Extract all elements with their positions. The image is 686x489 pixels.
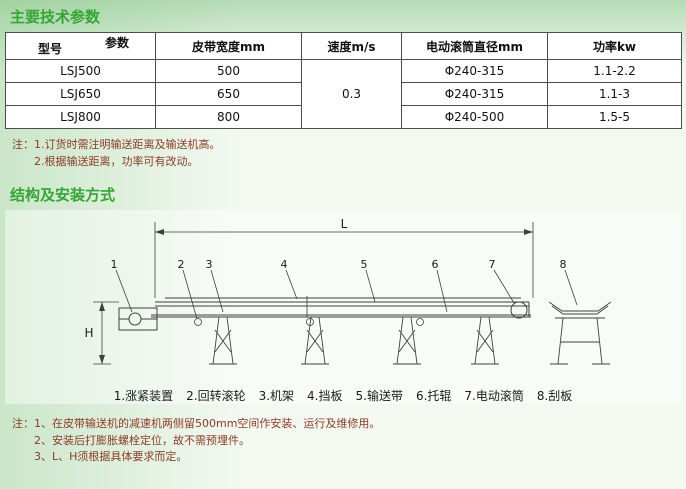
cell-belt-width: 500 [155, 59, 302, 83]
legend-item: 7.电动滚筒 [464, 389, 524, 403]
legend-item: 4.挡板 [307, 389, 343, 403]
parameters-table: 参数 型号 皮带宽度mm 速度m/s 电动滚筒直径mm 功率kw LSJ500 … [5, 32, 682, 129]
section-title-structure: 结构及安装方式 [10, 186, 116, 204]
column-header-drum-diameter: 电动滚筒直径mm [401, 32, 548, 60]
legend-item: 2.回转滚轮 [186, 389, 246, 403]
table-header-row: 参数 型号 皮带宽度mm 速度m/s 电动滚筒直径mm 功率kw [5, 32, 682, 60]
cell-drum-diameter: Φ240-315 [401, 59, 548, 83]
notes-lines: 1.订货时需注明输送距离及输送机高。 2.根据输送距离，功率可有改动。 [34, 137, 221, 170]
corner-label-parameter: 参数 [104, 36, 129, 50]
notes-prefix: 注： [12, 417, 34, 430]
table-row: LSJ500 500 0.3 Φ240-315 1.1-2.2 [5, 59, 682, 129]
cell-belt-width: 800 [155, 105, 302, 129]
part-number-labels: 1 2 3 4 5 6 7 8 [111, 258, 567, 271]
tension-unit [118, 307, 158, 331]
dimension-length [154, 222, 534, 298]
conveyor-diagram-svg: 1 2 3 4 5 6 7 8 L H [84, 217, 612, 365]
cell-belt-width: 650 [155, 82, 302, 106]
note-line: 2.根据输送距离，功率可有改动。 [34, 154, 199, 168]
leader-lines [115, 269, 578, 320]
part-number-label: 4 [281, 258, 288, 271]
note-line: 1、在皮带输送机的减速机两侧留500mm空间作安装、运行及维修用。 [34, 417, 381, 430]
notes-lines: 1、在皮带输送机的减速机两侧留500mm空间作安装、运行及维修用。 2、安装后打… [34, 416, 380, 466]
corner-label-model: 型号 [38, 42, 63, 56]
legend-item: 8.刮板 [536, 389, 573, 403]
structure-diagram: 1 2 3 4 5 6 7 8 L H 1.涨紧装置 2.回转滚轮 3.机架 4… [5, 210, 681, 404]
diagram-legend: 1.涨紧装置 2.回转滚轮 3.机架 4.挡板 5.输送带 6.托辊 7.电动滚… [5, 387, 681, 404]
cell-power: 1.1-2.2 [547, 59, 682, 83]
part-number-label: 2 [178, 258, 185, 271]
cell-drum-diameter: Φ240-315 [401, 82, 548, 106]
cell-drum-diameter: Φ240-500 [401, 105, 548, 129]
conveyor-body [151, 296, 531, 318]
height-dimension-label: H [84, 326, 93, 340]
column-header-speed: 速度m/s [301, 32, 402, 60]
return-rollers [194, 318, 424, 326]
corner-header-cell: 参数 型号 [5, 32, 156, 60]
table-row: LSJ650 650 Φ240-315 1.1-3 [5, 82, 682, 106]
section-title-parameters: 主要技术参数 [10, 8, 101, 26]
scraper-stand [548, 301, 612, 365]
legend-item: 1.涨紧装置 [113, 389, 174, 403]
installation-notes: 注： 1、在皮带输送机的减速机两侧留500mm空间作安装、运行及维修用。 2、安… [12, 416, 686, 466]
drive-drum [510, 301, 530, 319]
column-header-power: 功率kw [547, 32, 682, 60]
cell-speed-merged: 0.3 [301, 59, 402, 129]
part-number-label: 1 [111, 258, 118, 271]
legend-item: 5.输送带 [355, 389, 403, 403]
notes-prefix: 注： [12, 138, 34, 151]
legend-item: 3.机架 [258, 389, 295, 403]
part-number-label: 3 [206, 258, 213, 271]
legend-item: 6.托辊 [415, 389, 452, 403]
part-number-label: 7 [489, 258, 496, 271]
cell-model: LSJ650 [5, 82, 156, 106]
note-line: 3、L、H须根据具体要求而定。 [34, 450, 188, 463]
part-number-label: 6 [432, 258, 439, 271]
cell-power: 1.5-5 [547, 105, 682, 129]
cell-model: LSJ800 [5, 105, 156, 129]
column-header-belt-width: 皮带宽度mm [155, 32, 302, 60]
note-line: 2、安装后打膨胀螺栓定位，故不需预埋件。 [34, 433, 250, 447]
dimension-height [93, 301, 119, 365]
part-number-label: 8 [560, 258, 567, 271]
table-notes: 注： 1.订货时需注明输送距离及输送机高。 2.根据输送距离，功率可有改动。 [12, 137, 686, 170]
support-legs [209, 316, 499, 365]
cell-power: 1.1-3 [547, 82, 682, 106]
length-dimension-label: L [341, 217, 348, 231]
part-number-label: 5 [361, 258, 368, 271]
table-row: LSJ800 800 Φ240-500 1.5-5 [5, 105, 682, 129]
note-line: 1.订货时需注明输送距离及输送机高。 [34, 138, 221, 151]
cell-model: LSJ500 [5, 59, 156, 83]
